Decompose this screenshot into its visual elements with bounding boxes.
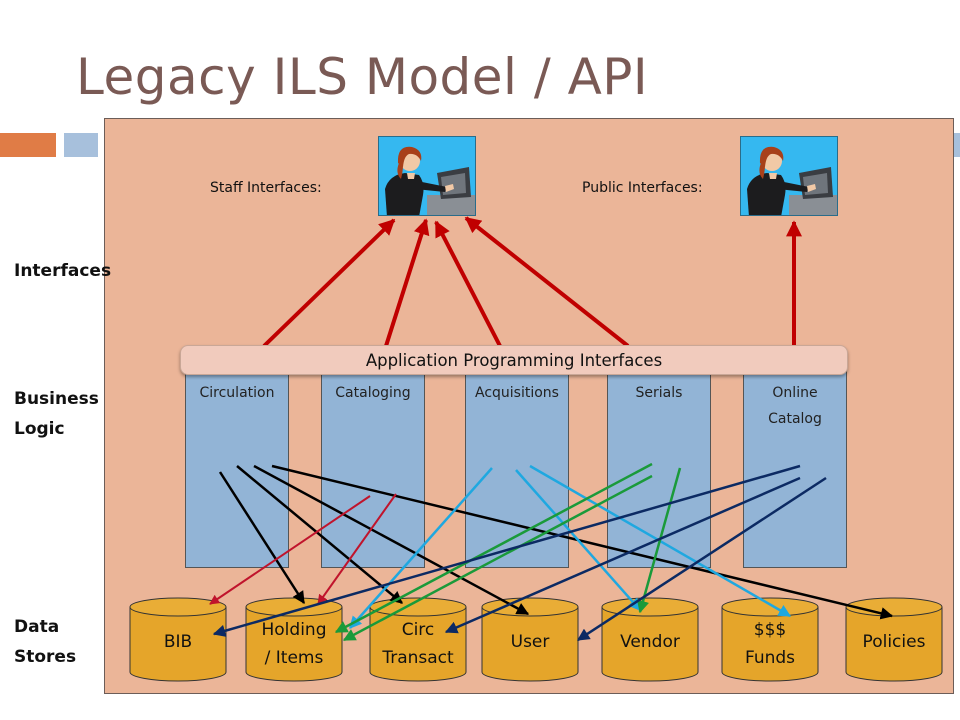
module-label: Cataloging [335, 385, 411, 401]
staff-interfaces-label: Staff Interfaces: [210, 180, 322, 196]
module-serials [607, 370, 711, 568]
api-bar: Application Programming Interfaces [180, 345, 848, 375]
arrow-circulation-to-policies [271, 464, 894, 620]
slide-title: Legacy ILS Model / API [76, 48, 649, 106]
data-store-circ-transact [369, 597, 467, 682]
person-at-computer-icon [740, 136, 838, 216]
data-store-label: User [510, 632, 550, 652]
module-label: Acquisitions [475, 385, 559, 401]
module-circulation [185, 370, 289, 568]
module-label: Serials [635, 385, 683, 401]
data-store-user [481, 597, 579, 682]
module-label: Online Catalog [768, 385, 822, 427]
layer-label-interfaces: Interfaces [14, 261, 112, 281]
layer-label-business-logic: Business Logic [14, 389, 99, 439]
data-store-vendor [601, 597, 699, 682]
arrow-catalog-to-bib [212, 464, 801, 637]
arrow-circulation-to-user [253, 464, 530, 616]
person-at-computer-icon [378, 136, 476, 216]
data-store-funds [721, 597, 819, 682]
arrow-cataloging-to-staff [384, 218, 430, 347]
arrow-cataloging-to-holding [317, 493, 397, 605]
arrow-catalog-to-circ [444, 476, 801, 634]
arrow-cataloging-to-bib [209, 495, 371, 605]
data-store-label: Circ Transact [382, 620, 454, 668]
module-online-catalog [743, 370, 847, 568]
title-band-accent [0, 133, 56, 157]
arrow-catalog-to-user [576, 476, 827, 642]
arrow-serials-to-staff [464, 216, 630, 348]
title-band-segment [64, 133, 98, 157]
data-store-label: Policies [862, 632, 926, 652]
data-store-label: BIB [163, 632, 193, 652]
data-store-label: Holding / Items [261, 620, 327, 668]
data-store-label: Vendor [620, 632, 680, 652]
arrow-circulation-to-circ [236, 465, 403, 604]
arrow-circulation-to-holding [218, 471, 306, 605]
arrow-acquisitions-to-staff [434, 220, 502, 347]
public-interfaces-label: Public Interfaces: [582, 180, 703, 196]
data-store-label: $$$ Funds [744, 620, 796, 668]
arrow-serials-to-holding-b [342, 474, 653, 642]
arrow-serials-to-holding-a [334, 462, 653, 634]
module-label: Circulation [199, 385, 275, 401]
layer-label-data-stores: Data Stores [14, 617, 77, 667]
data-store-bib [129, 597, 227, 682]
arrow-circulation-to-staff [262, 218, 396, 348]
arrow-acquisitions-to-holding [349, 467, 493, 629]
arrow-acquisitions-to-vendor [515, 469, 641, 611]
module-cataloging [321, 370, 425, 568]
